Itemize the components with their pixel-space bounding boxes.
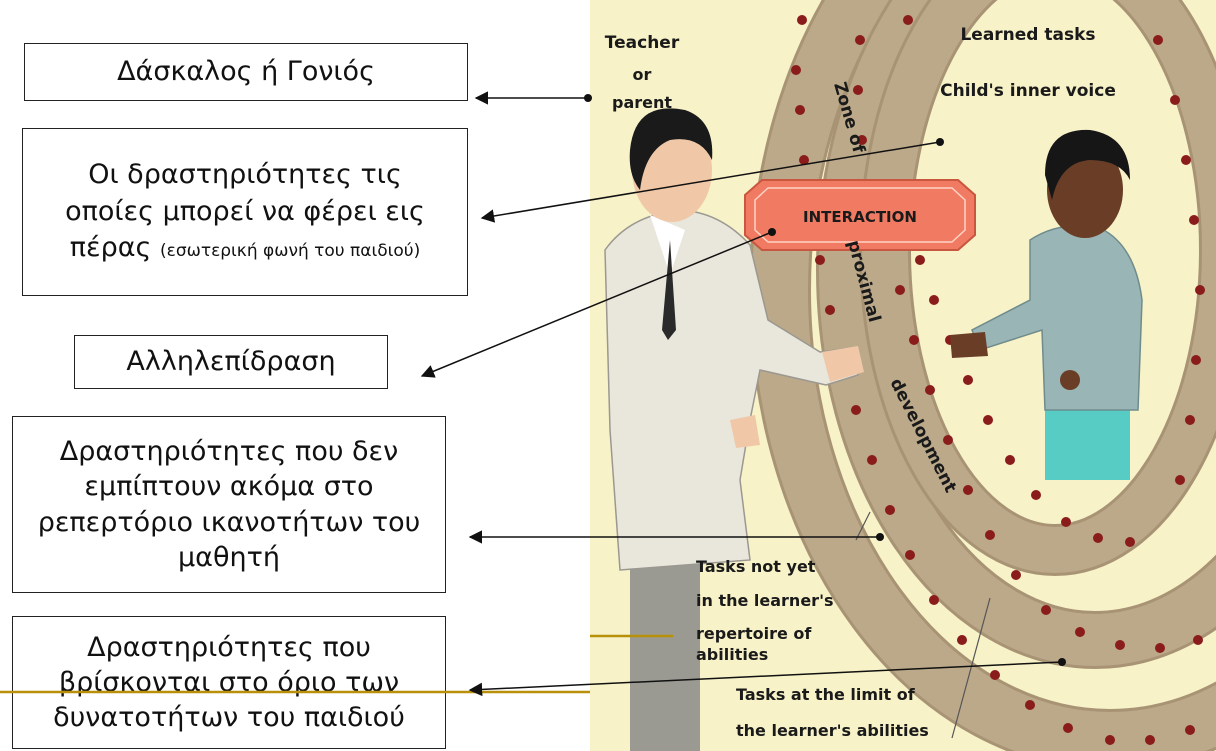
box-inner-voice: Οι δραστηριότητες τις οποίες μπορεί να φ… [22,128,468,296]
box-limit-text: Δραστηριότητες που βρίσκονται στο όριο τ… [31,630,427,735]
svg-text:in the learner's: in the learner's [696,591,833,610]
box-teacher-text: Δάσκαλος ή Γονιός [117,54,375,89]
box-interaction: Αλληλεπίδραση [74,335,388,389]
svg-text:parent: parent [612,93,672,112]
interaction-sign-text: INTERACTION [803,208,917,226]
box-not-yet-text: Δραστηριότητες που δεν εμπίπτουν ακόμα σ… [31,434,427,574]
svg-text:Tasks at the limit of: Tasks at the limit of [736,685,916,704]
box-not-yet: Δραστηριότητες που δεν εμπίπτουν ακόμα σ… [12,416,446,593]
vygotsky-zpd-illustration: INTERACTION Teacher or parent Learned ta… [590,0,1216,751]
svg-text:the learner's abilities: the learner's abilities [736,721,929,740]
svg-text:or: or [633,65,652,84]
box-teacher: Δάσκαλος ή Γονιός [24,43,468,101]
learned-tasks-label: Learned tasks [960,25,1095,45]
box-limit: Δραστηριότητες που βρίσκονται στο όριο τ… [12,616,446,749]
svg-text:Tasks not yet: Tasks not yet [696,557,816,576]
svg-text:Teacher: Teacher [605,33,680,53]
svg-text:repertoire of: repertoire of [696,624,812,643]
svg-text:abilities: abilities [696,645,768,664]
inner-voice-label: Child's inner voice [940,81,1116,101]
box-interaction-text: Αλληλεπίδραση [126,344,335,379]
box-inner-voice-small: (εσωτερική φωνή του παιδιού) [160,241,420,261]
